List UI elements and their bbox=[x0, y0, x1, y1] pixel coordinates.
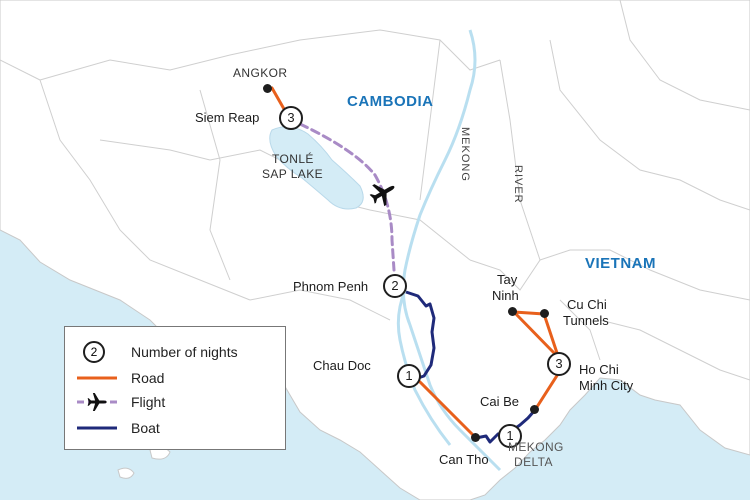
place-label-phnom-penh: Phnom Penh bbox=[293, 279, 369, 294]
island bbox=[117, 467, 135, 479]
angkor-marker bbox=[263, 84, 272, 93]
legend-flight-line bbox=[77, 393, 117, 411]
place-label-cai-be: Cai Be bbox=[480, 394, 520, 409]
nights-badge-chau-doc: 1 bbox=[397, 364, 421, 388]
legend-label-nights: Number of nights bbox=[131, 344, 238, 360]
feature-label-lake-line1: TONLÉ bbox=[272, 152, 314, 166]
place-label-hcmc-line1: Ho Chi bbox=[579, 362, 619, 377]
map-legend: 2 Number of nights Road Flight Boat bbox=[64, 326, 286, 450]
feature-label-river-line1: MEKONG bbox=[459, 127, 471, 182]
mekong-river bbox=[401, 29, 502, 472]
flight-siem-reap-phnom-penh bbox=[298, 122, 396, 272]
legend-label-road: Road bbox=[131, 370, 165, 386]
airplane-icon bbox=[87, 393, 107, 411]
place-label-cu-chi-line1: Cu Chi bbox=[567, 297, 607, 312]
legend-row-flight: Flight bbox=[65, 391, 285, 413]
place-label-hcmc-line2: Minh City bbox=[579, 378, 634, 393]
legend-label-boat: Boat bbox=[131, 420, 160, 436]
road-hcmc-tay-ninh-cu-chi bbox=[512, 310, 560, 358]
country-label-vietnam: VIETNAM bbox=[585, 255, 656, 272]
legend-nights-symbol: 2 bbox=[83, 341, 105, 363]
place-label-cu-chi-line2: Tunnels bbox=[563, 313, 609, 328]
place-label-tay-ninh-line2: Ninh bbox=[492, 288, 519, 303]
tonle-sap-lake bbox=[269, 126, 364, 210]
cai-be-marker bbox=[530, 405, 539, 414]
legend-label-flight: Flight bbox=[131, 394, 166, 410]
feature-label-delta-line1: MEKONG bbox=[508, 440, 564, 454]
gulf-shore bbox=[0, 230, 60, 500]
legend-row-road: Road bbox=[65, 367, 285, 389]
place-label-tay-ninh-line1: Tay bbox=[497, 272, 518, 287]
can-tho-marker bbox=[471, 433, 480, 442]
nights-badge-phnom-penh: 2 bbox=[383, 274, 407, 298]
place-label-siem-reap: Siem Reap bbox=[195, 110, 260, 125]
legend-row-nights: 2 Number of nights bbox=[65, 341, 285, 363]
road-chau-doc-can-tho bbox=[418, 380, 478, 440]
country-label-cambodia: CAMBODIA bbox=[347, 93, 434, 110]
legend-row-boat: Boat bbox=[65, 417, 285, 439]
place-label-angkor: ANGKOR bbox=[233, 66, 288, 80]
feature-label-river-line2: RIVER bbox=[512, 165, 524, 204]
airplane-icon bbox=[369, 184, 395, 207]
tay-ninh-marker bbox=[508, 307, 517, 316]
nights-badge-siem-reap: 3 bbox=[279, 106, 303, 130]
legend-road-line bbox=[77, 376, 117, 380]
road-cai-be-hcmc bbox=[533, 372, 560, 412]
legend-boat-line bbox=[77, 426, 117, 430]
province-borders bbox=[0, 0, 750, 381]
nights-badge-ho-chi-minh: 3 bbox=[547, 352, 571, 376]
feature-label-delta-line2: DELTA bbox=[514, 455, 553, 469]
boat-phnom-penh-chau-doc bbox=[405, 290, 436, 380]
place-label-can-tho: Can Tho bbox=[439, 452, 489, 467]
nights-badge-can-tho: 1 bbox=[498, 424, 522, 448]
cu-chi-marker bbox=[540, 309, 549, 318]
feature-label-lake-line2: SAP LAKE bbox=[262, 167, 324, 181]
place-label-chau-doc: Chau Doc bbox=[313, 358, 371, 373]
